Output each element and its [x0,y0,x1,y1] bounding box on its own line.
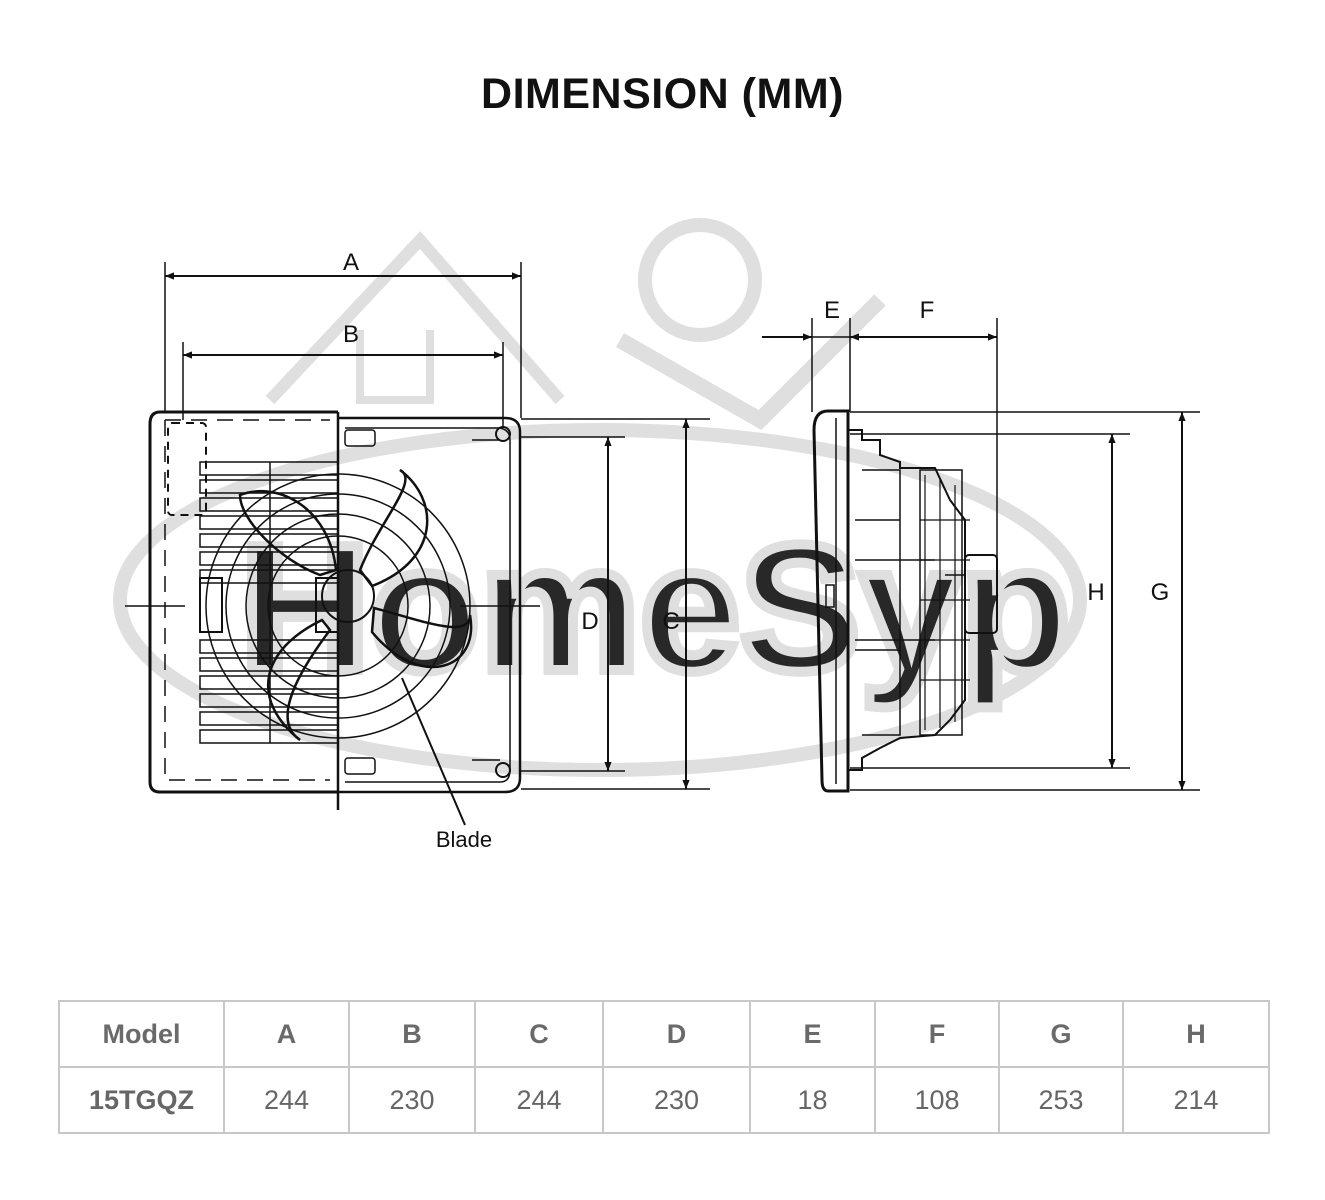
table-header-row: Model A B C D E F G H [58,1000,1270,1068]
header-cell-e: E [749,1000,876,1068]
dimension-label-e: E [824,297,840,324]
value-cell-g: 253 [998,1066,1124,1134]
table-row: 15TGQZ 244 230 244 230 18 108 253 214 [58,1066,1270,1134]
side-view [812,409,998,793]
dimension-label-c: C [662,608,679,635]
front-view [125,410,540,826]
header-cell-a: A [223,1000,350,1068]
value-cell-d: 230 [602,1066,751,1134]
page-title: DIMENSION (MM) [481,70,844,118]
dimension-label-b: B [343,321,359,348]
dimension-label-g: G [1151,579,1170,606]
header-cell-g: G [998,1000,1124,1068]
blade-callout-label: Blade [436,827,492,852]
watermark-text: HomeSyp [240,508,1070,709]
header-cell-c: C [474,1000,604,1068]
watermark: HomeSyp [113,218,1087,777]
dimension-label-a: A [343,249,359,276]
dimension-label-h: H [1087,579,1104,606]
value-cell-e: 18 [749,1066,876,1134]
header-cell-f: F [874,1000,1000,1068]
value-cell-c: 244 [474,1066,604,1134]
header-cell-model: Model [58,1000,225,1068]
dimension-label-d: D [581,608,598,635]
dimension-label-f: F [920,297,935,324]
value-cell-h: 214 [1122,1066,1270,1134]
value-cell-f: 108 [874,1066,1000,1134]
header-cell-h: H [1122,1000,1270,1068]
front-dimensions [164,262,710,790]
value-cell-b: 230 [348,1066,476,1134]
dimension-drawing: HomeSyp [113,218,1200,852]
header-cell-b: B [348,1000,476,1068]
side-dimensions [762,318,1200,791]
header-cell-d: D [602,1000,751,1068]
dimension-table: Model A B C D E F G H 15TGQZ 244 230 244… [58,1000,1270,1134]
model-cell: 15TGQZ [58,1066,225,1134]
value-cell-a: 244 [223,1066,350,1134]
